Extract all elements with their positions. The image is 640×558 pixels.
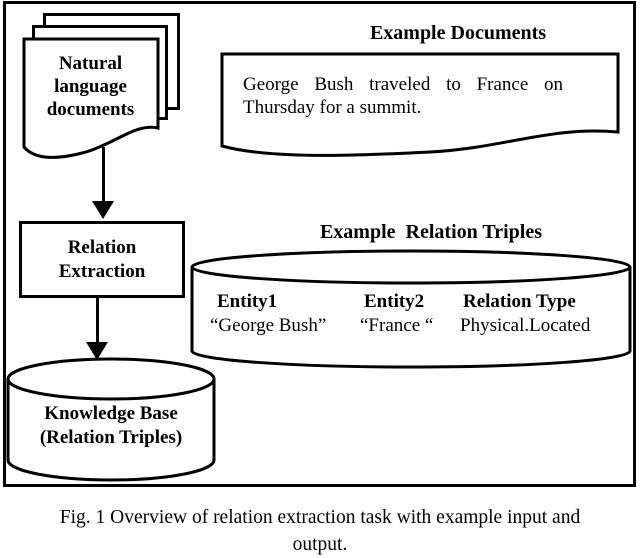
column-header-entity2: Entity2 [364, 291, 425, 312]
example-sentence-line2: Thursday for a summit. [243, 97, 422, 118]
relation-extraction-label: Relation Extraction [58, 236, 146, 282]
column-header-entity1: Entity1 [217, 291, 278, 312]
documents-stack-label: Natural language documents [46, 53, 135, 120]
arrow-down-icon [92, 201, 114, 219]
knowledge-base-label: Knowledge Base (Relation Triples) [39, 403, 183, 448]
arrow-down-stem [102, 147, 105, 204]
example-documents-heading: Example Documents [369, 22, 547, 44]
figure-caption-line2: output. [292, 534, 348, 555]
triple-entity2-value: “France “ [360, 315, 434, 336]
example-document-shape [220, 52, 620, 157]
example-sentence-line1: George Bush traveled to France on [243, 74, 564, 95]
arrow-down-stem [96, 297, 99, 344]
document-stack-front-page [22, 37, 160, 159]
knowledge-base-cylinder [6, 357, 216, 482]
figure-caption: Fig. 1 Overview of relation extraction t… [0, 504, 640, 558]
relation-triples-cylinder [190, 249, 632, 369]
arrow-down-icon [86, 342, 108, 360]
figure-caption-line1: Fig. 1 Overview of relation extraction t… [59, 507, 581, 528]
relation-extraction-box: Relation Extraction [19, 221, 185, 298]
example-relation-triples-heading: Example Relation Triples [319, 221, 543, 243]
triple-entity1-value: “George Bush” [210, 315, 327, 336]
triple-relation-type-value: Physical.Located [460, 315, 591, 336]
column-header-relation-type: Relation Type [463, 291, 576, 312]
